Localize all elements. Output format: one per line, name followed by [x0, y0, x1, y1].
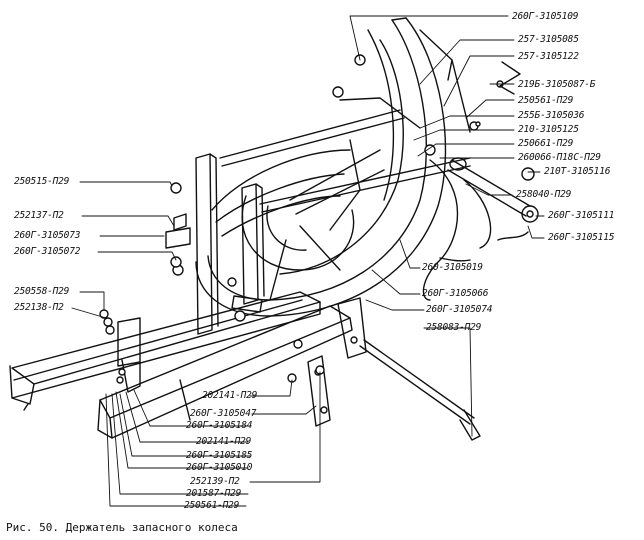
part-label: 210Т-3105116 — [544, 166, 611, 177]
leader-lines — [71, 15, 545, 507]
hinge-plate — [337, 297, 367, 359]
part-label: 252138-П2 — [14, 302, 64, 313]
part-label: 260066-П18С-П29 — [518, 152, 601, 163]
part-label: 260Г-3105185 — [186, 450, 253, 461]
part-label: 260Г-3105184 — [186, 420, 253, 431]
part-label: 252137-П2 — [14, 210, 64, 221]
part-label: 202141-П29 — [196, 436, 252, 447]
part-label: 250515-П29 — [14, 176, 70, 187]
frame-rail — [9, 291, 321, 411]
part-label: 260Г-3105047 — [190, 408, 257, 419]
vertical-posts — [195, 153, 265, 335]
part-label: 260Г-3105073 — [14, 230, 81, 241]
part-label: 257-3105085 — [518, 34, 579, 45]
part-label: 260Г-3105115 — [548, 232, 615, 243]
fasteners — [99, 54, 535, 384]
cable — [422, 159, 529, 301]
part-label: 250661-П29 — [518, 138, 574, 149]
wheel-spokes — [269, 149, 385, 301]
part-label: 252139-П2 — [190, 476, 240, 487]
part-label: 260Г-3105072 — [14, 246, 81, 257]
part-label: 250558-П29 — [14, 286, 70, 297]
part-label: 219Б-3105087-Б — [518, 79, 596, 90]
part-label: 201587-П29 — [186, 488, 242, 499]
part-label: 260Г-3105109 — [512, 11, 579, 22]
part-label: 260Г-3105066 — [422, 288, 489, 299]
part-label: 257-3105122 — [518, 51, 579, 62]
part-label: 260Г-3105010 — [186, 462, 253, 473]
tie-rod — [359, 339, 481, 441]
part-label: 258083-П29 — [426, 322, 482, 333]
figure-caption: Рис. 50. Держатель запасного колеса — [6, 521, 238, 534]
part-label: 260Г-3105111 — [548, 210, 615, 221]
upright-bracket — [117, 317, 141, 393]
part-label: 250561-П29 — [184, 500, 240, 511]
brace-plates — [165, 61, 521, 313]
part-label: 258040-П29 — [516, 189, 572, 200]
part-label: 250561-П29 — [518, 95, 574, 106]
part-label: 260Г-3105074 — [426, 304, 493, 315]
clamp-rods — [219, 97, 471, 231]
part-label: 210-3105125 — [518, 124, 579, 135]
part-label: 260-3105019 — [422, 262, 483, 273]
part-label: 255Б-3105036 — [518, 110, 585, 121]
part-label: 202141-П29 — [202, 390, 258, 401]
